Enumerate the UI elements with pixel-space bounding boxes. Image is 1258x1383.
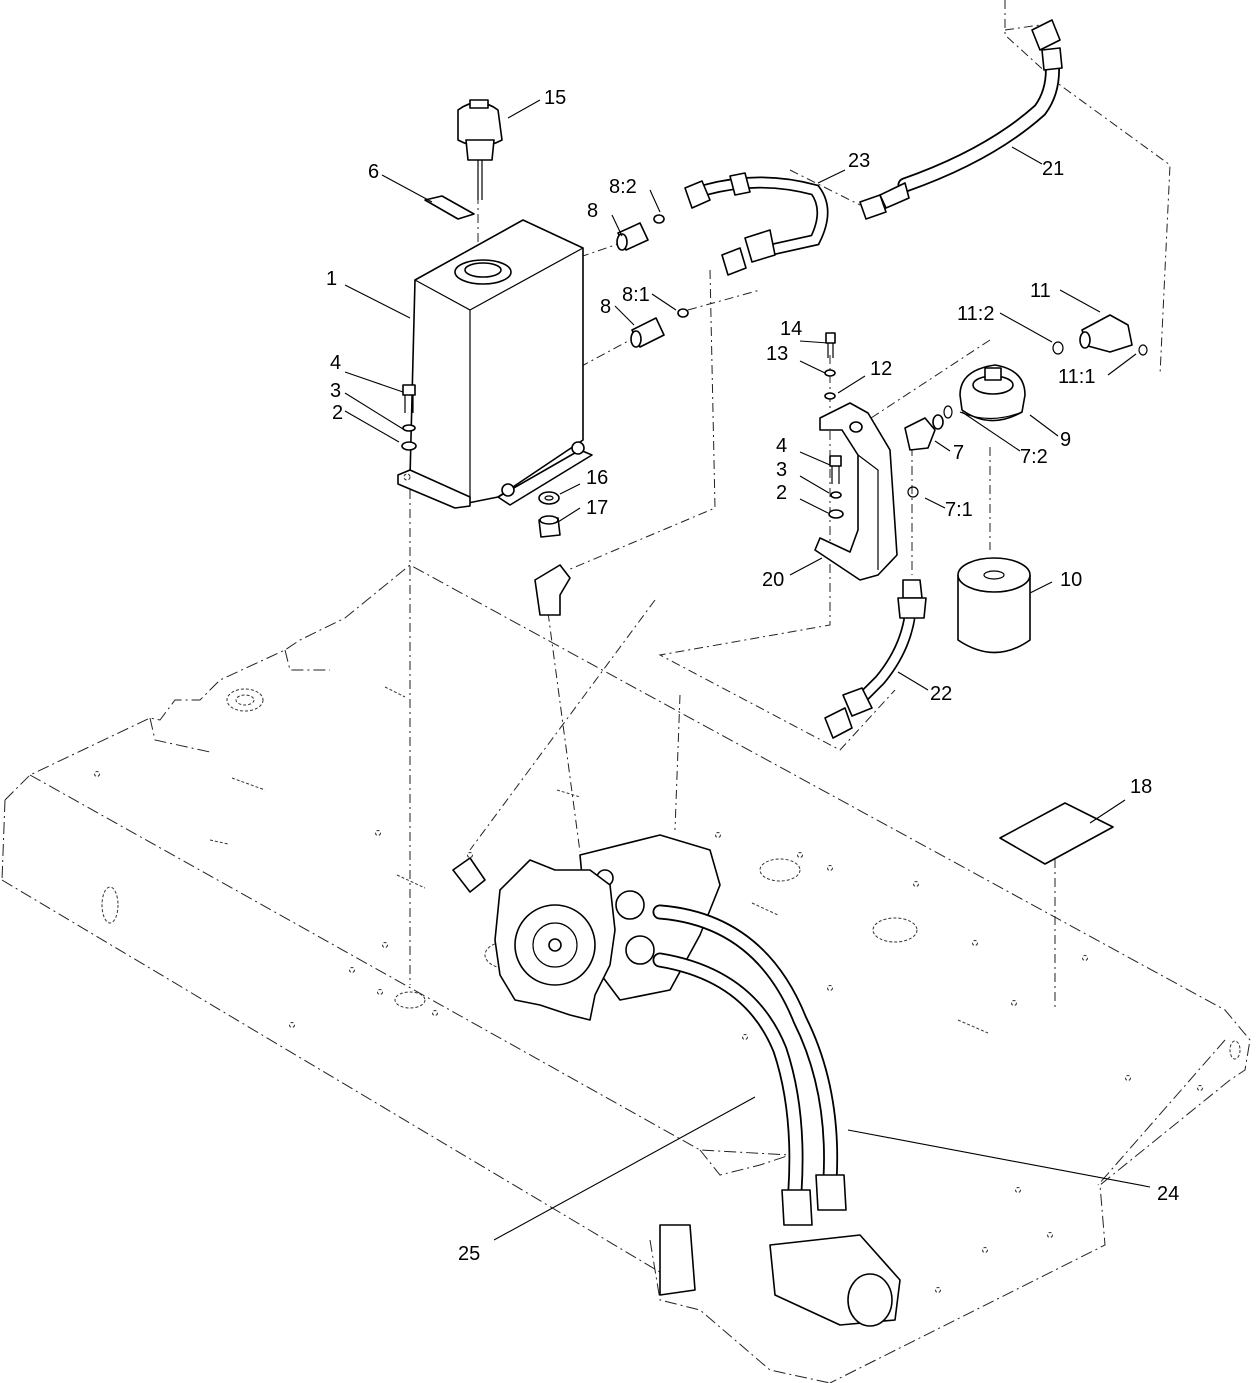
callout-21: 21 [1042,158,1064,180]
elbow-fitting-7 [904,414,944,498]
leader-lines [344,99,1151,1241]
callout-8-1: 8:1 [622,284,650,306]
hydraulic-tank [397,219,593,509]
callout-3: 3 [330,380,341,402]
callout-24: 24 [1157,1183,1179,1205]
breather-cap [457,99,503,200]
decal-18 [999,802,1114,865]
hydraulic-filter-10 [957,557,1031,654]
callout-16: 16 [586,467,608,489]
callout-11-2: 11:2 [957,303,994,325]
motor-lower [659,1174,901,1327]
callout-8: 8 [600,296,611,318]
callout-7-2: 7:2 [1020,446,1048,468]
callout-14: 14 [780,318,802,340]
callout-10: 10 [1060,569,1082,591]
callout-1: 1 [326,268,337,290]
callout-4: 4 [776,435,787,457]
fan-blades [494,859,616,1021]
callout-22: 22 [930,683,952,705]
callout-11: 11 [1030,280,1051,302]
callout-20: 20 [762,569,784,591]
callout-6: 6 [368,161,379,183]
hose-25 [652,952,804,1198]
callout-9: 9 [1060,429,1071,451]
callout-7: 7 [953,442,964,464]
hose-21 [859,19,1063,220]
callout-23: 23 [848,150,870,172]
washer-nut-16-17 [538,491,561,538]
bolt-set-bracket [824,332,836,400]
callout-8-2: 8:2 [609,176,637,198]
hose-24 [652,904,839,1188]
chassis-frame-phantom [1,564,1251,1383]
callout-17: 17 [586,497,608,519]
callout-18: 18 [1130,776,1152,798]
callout-12: 12 [870,358,892,380]
callout-2: 2 [332,402,343,424]
callout-13: 13 [766,343,788,365]
callout-2: 2 [776,482,787,504]
bolt-set-right [828,455,844,519]
fitting-8-lower [630,308,689,348]
bracket-20 [814,402,898,581]
callout-3: 3 [776,459,787,481]
elbow-fitting-11 [1052,314,1148,356]
frame-holes-small [94,771,1203,1293]
fitting-8-upper [616,214,665,251]
decal-6 [424,195,475,220]
elbow-suction [452,564,571,893]
hose-22 [824,579,927,739]
callout-4: 4 [330,352,341,374]
hose-23 [684,172,829,276]
callout-8: 8 [587,200,598,222]
callout-labels: 1 2 2 3 3 4 4 6 7 7:1 7:2 8 8 8:1 8:2 9 … [326,87,1179,1265]
assembly-centerlines [409,0,1171,1010]
bolt-set-left [401,384,417,451]
callout-15: 15 [544,87,566,109]
callout-7-1: 7:1 [945,499,973,521]
callout-11-1: 11:1 [1058,366,1095,388]
callout-25: 25 [458,1243,480,1265]
filter-head-9 [943,364,1026,422]
